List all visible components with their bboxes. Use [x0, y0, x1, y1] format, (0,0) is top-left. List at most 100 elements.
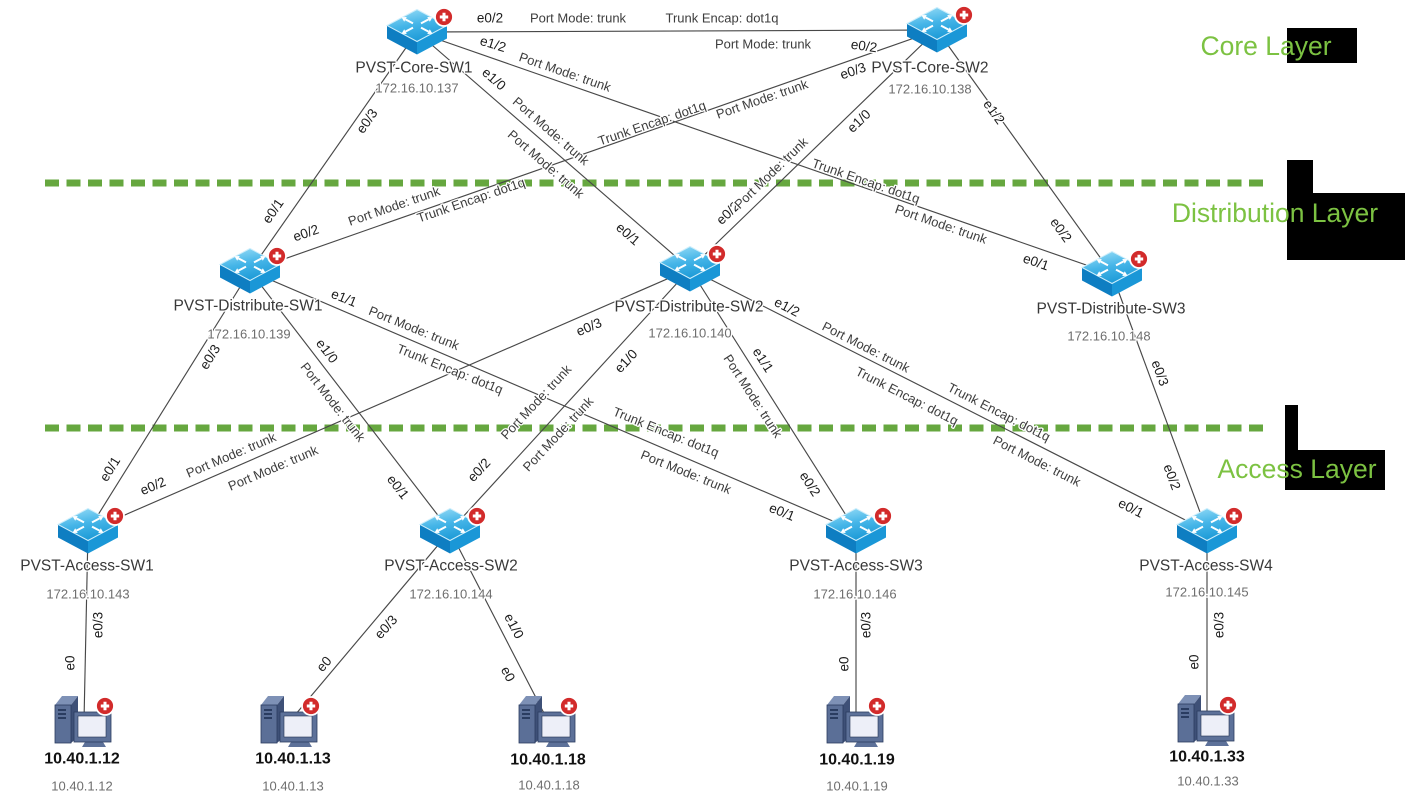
switch-arrowhead-icon: [434, 528, 440, 533]
status-badge-icon: [867, 696, 887, 716]
host-h12-icon[interactable]: [54, 696, 115, 747]
switch-core1-icon[interactable]: [385, 7, 454, 55]
link-acc1-h12[interactable]: [83, 530, 89, 722]
switch-acc2-icon[interactable]: [418, 506, 487, 554]
switch-side-right: [1207, 524, 1237, 554]
link-dist1-acc2[interactable]: [249, 270, 451, 532]
host-h18-icon[interactable]: [518, 696, 579, 747]
link-dist3-acc4[interactable]: [1111, 273, 1208, 532]
link-mode-label: Port Mode: trunk: [715, 37, 812, 52]
node-ip-label: 172.16.10.144: [409, 587, 492, 602]
switch-arrow-icon: [1100, 260, 1109, 267]
switch-arrowhead-icon: [260, 256, 266, 261]
switch-arrow-icon: [678, 263, 687, 270]
node-ip-label: 172.16.10.140: [648, 326, 731, 341]
switch-side-right: [88, 524, 118, 554]
link-core1-dist1[interactable]: [249, 31, 418, 272]
switch-side-right: [450, 524, 480, 554]
node-name-label: 10.40.1.12: [44, 751, 120, 768]
switch-arrow-icon: [405, 18, 414, 25]
switch-arrow-icon: [844, 517, 853, 524]
link-port-label: e0/3: [1212, 612, 1227, 638]
link-acc2-h13[interactable]: [289, 530, 451, 722]
layer-label-box: [1287, 28, 1357, 63]
switch-arrowhead-icon: [947, 27, 953, 32]
switch-arrow-icon: [453, 525, 462, 532]
link-mode-label: Trunk Encap: dot1q: [611, 404, 721, 460]
switch-arrow-icon: [1115, 268, 1124, 275]
host-tower-top: [519, 696, 542, 705]
switch-arrow-icon: [420, 18, 429, 25]
node-ip-label: 10.40.1.33: [1177, 774, 1238, 789]
switch-arrowhead-icon: [1122, 271, 1128, 276]
status-badge-icon: [105, 506, 125, 526]
switch-arrowhead-icon: [1217, 516, 1223, 521]
link-dist1-acc1[interactable]: [87, 270, 251, 532]
node-ip-label: 10.40.1.13: [262, 779, 323, 794]
switch-arrowhead-icon: [1122, 259, 1128, 264]
link-dist2-core2[interactable]: [689, 29, 938, 270]
link-dist2-acc4[interactable]: [689, 268, 1208, 532]
switch-side-right: [1112, 267, 1142, 297]
node-ip-label: 10.40.1.19: [826, 779, 887, 794]
host-h13-icon[interactable]: [260, 696, 321, 747]
link-port-label: e1/1: [750, 345, 777, 375]
switch-arrowhead-icon: [840, 516, 846, 521]
link-port-label: e0/3: [372, 612, 401, 642]
link-port-label: e0/2: [138, 474, 168, 498]
layer-label: Distribution Layer: [1172, 198, 1378, 228]
link-core2-dist3[interactable]: [936, 29, 1113, 275]
link-port-label: e1/2: [772, 294, 802, 319]
switch-side-left: [1082, 267, 1112, 297]
host-h19-icon[interactable]: [826, 696, 887, 747]
link-dist2-acc3[interactable]: [689, 268, 857, 532]
switch-acc4-icon[interactable]: [1175, 506, 1244, 554]
switch-arrowhead-icon: [700, 254, 706, 259]
switch-arrow-icon: [453, 517, 462, 524]
node-name-label: PVST-Core-SW2: [871, 60, 988, 77]
link-dist1-acc3[interactable]: [249, 270, 857, 532]
link-port-label: e0/3: [859, 612, 874, 638]
link-acc1-dist2[interactable]: [87, 268, 691, 532]
link-dist2-acc2[interactable]: [449, 268, 691, 532]
switch-arrowhead-icon: [674, 254, 680, 259]
host-monitor-stand: [546, 742, 570, 747]
switch-side-left: [387, 25, 417, 55]
status-badge-icon: [1224, 506, 1244, 526]
switch-arrowhead-icon: [427, 17, 433, 22]
link-core1-core2[interactable]: [416, 29, 938, 33]
switch-arrow-icon: [859, 525, 868, 532]
switch-dist2-icon[interactable]: [658, 244, 727, 292]
switch-arrow-icon: [405, 26, 414, 33]
switch-dist3-icon[interactable]: [1080, 249, 1149, 297]
status-badge-icon: [301, 696, 321, 716]
switch-core2-icon[interactable]: [905, 5, 974, 53]
link-acc2-h18[interactable]: [449, 530, 549, 722]
status-badge-icon: [267, 246, 287, 266]
host-h33-icon[interactable]: [1177, 695, 1238, 746]
switch-acc1-icon[interactable]: [56, 506, 125, 554]
switch-arrow-icon: [940, 24, 949, 31]
link-mode-label: Port Mode: trunk: [714, 76, 810, 122]
host-monitor-screen: [541, 715, 571, 738]
link-port-label: e0/1: [1116, 495, 1146, 520]
switch-arrowhead-icon: [401, 17, 407, 22]
host-monitor-screen: [77, 715, 107, 738]
switch-arrowhead-icon: [700, 266, 706, 271]
switch-dist1-icon[interactable]: [218, 246, 287, 294]
status-badge-icon: [467, 506, 487, 526]
switch-arrow-icon: [678, 255, 687, 262]
link-port-label: e0/3: [353, 106, 380, 136]
node-name-label: PVST-Access-SW3: [789, 558, 923, 575]
status-badge-icon: [954, 5, 974, 25]
link-dist1-core2[interactable]: [249, 29, 938, 272]
link-core1-dist2[interactable]: [416, 31, 691, 270]
link-core1-dist3[interactable]: [416, 31, 1113, 275]
switch-arrow-icon: [76, 517, 85, 524]
link-port-label: e0/2: [291, 222, 321, 245]
switch-arrowhead-icon: [1217, 528, 1223, 533]
switch-arrow-icon: [238, 257, 247, 264]
switch-side-right: [856, 524, 886, 554]
switch-arrow-icon: [76, 525, 85, 532]
switch-acc3-icon[interactable]: [824, 506, 893, 554]
